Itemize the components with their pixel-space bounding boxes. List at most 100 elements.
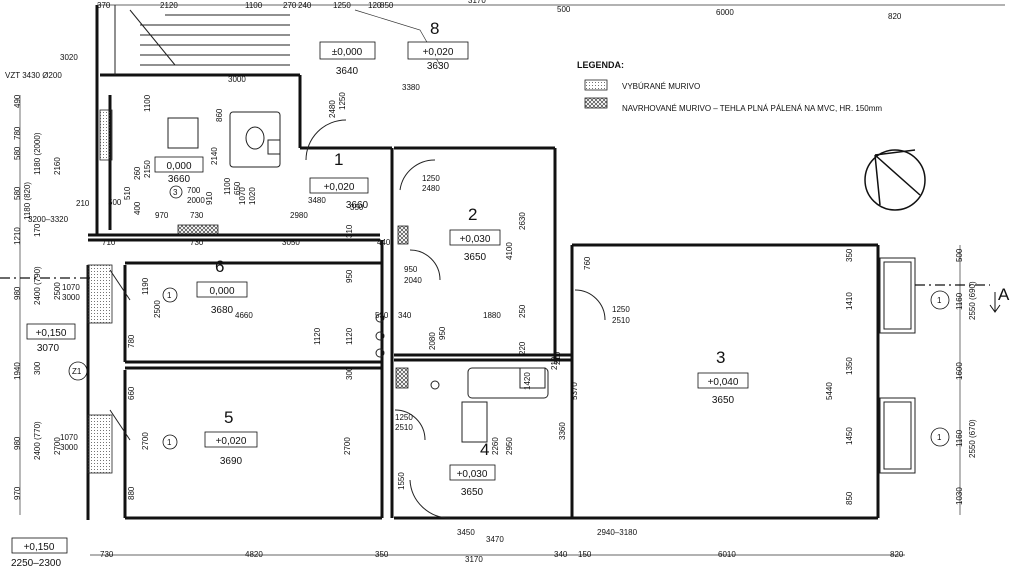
room-level: +0,020 — [216, 436, 247, 447]
dim-inner: 2140 — [210, 147, 219, 165]
exterior-level-1: +0,150 3070 — [26, 323, 76, 354]
room-height: 3680 — [211, 305, 234, 316]
dim-bottom: 730 — [100, 550, 114, 559]
ext-level: +0,150 — [36, 328, 67, 339]
dim-bottom: 6010 — [718, 550, 736, 559]
dim-inner: 950 — [438, 326, 447, 340]
dim-bottom: 3170 — [465, 555, 483, 564]
ext-height: 3070 — [37, 343, 60, 354]
dim-bottom: 4820 — [245, 550, 263, 559]
dim-inner: 660 — [127, 386, 136, 400]
dim-inner: 970 — [155, 211, 169, 220]
room-number: 2 — [468, 205, 477, 224]
dim-inner: 1880 — [483, 311, 501, 320]
dim-inner: 1450 — [845, 427, 854, 445]
dim-inner: 500 — [108, 198, 122, 207]
dim-inner: 530 — [375, 311, 389, 320]
dim-left: 2400 (770) — [33, 421, 42, 460]
windows-right — [879, 257, 916, 474]
room-height: 3660 — [346, 200, 369, 211]
dim-inner: 3200–3320 — [28, 215, 69, 224]
dim-inner: 2700 — [343, 437, 352, 455]
dim-inner: 1120 — [313, 327, 322, 345]
dim-right: 2550 (690) — [968, 281, 977, 320]
room-number: 1 — [334, 150, 343, 169]
new-masonry — [177, 224, 409, 389]
dim-inner: 910 — [205, 191, 214, 205]
dim-inner: 1120 — [345, 327, 354, 345]
dim-top: 820 — [888, 12, 902, 21]
dims-inner: 3020 VZT 3430 Ø200 3000 1250 2480 3380 2… — [5, 53, 854, 544]
dim-inner: 4100 — [505, 242, 514, 260]
dim-inner: 250 — [518, 304, 527, 318]
room-5: 5 +0,020 3690 — [204, 408, 258, 467]
dim-inner: 650 — [233, 181, 242, 195]
room-3: 3 +0,040 3650 — [697, 348, 749, 406]
dim-top: 270 — [283, 1, 297, 10]
room-level: +0,030 — [457, 469, 488, 480]
legend-swatch-new — [584, 97, 608, 109]
room-extra-b: 0,000 3660 — [154, 156, 204, 185]
dims-bottom: 730 4820 350 3170 340 150 6010 820 — [100, 550, 904, 564]
marker-label: 1 — [167, 438, 172, 447]
dim-inner: 2480 — [328, 100, 337, 118]
dim-inner: 400 — [133, 201, 142, 215]
dim-right: 1030 — [955, 487, 964, 505]
dim-inner: 2940–3180 — [597, 528, 638, 537]
dim-inner: 950 — [404, 265, 418, 274]
dim-left: 980 — [13, 436, 22, 450]
dim-inner: 950 — [345, 269, 354, 283]
dim-left: 490 — [13, 94, 22, 108]
room-number: 6 — [215, 257, 224, 276]
dim-inner: 1420 — [523, 372, 532, 390]
dim-inner: 2480 — [422, 184, 440, 193]
room-2: 2 +0,030 3650 — [449, 205, 501, 263]
dim-inner: 1250 — [612, 305, 630, 314]
dim-inner: 1070 — [60, 433, 78, 442]
dim-left: 300 — [33, 361, 42, 375]
grid-marker-label: Z1 — [72, 367, 82, 376]
dim-inner: 1070 — [62, 283, 80, 292]
dim-inner: 2510 — [612, 316, 630, 325]
legend-title: LEGENDA: — [577, 60, 624, 70]
marker-label: 1 — [167, 291, 172, 300]
dim-bottom: 340 — [554, 550, 568, 559]
dim-inner: 3380 — [402, 83, 420, 92]
dim-inner: 210 — [76, 199, 90, 208]
room-6: 6 0,000 3680 — [196, 257, 248, 316]
marker-label: 2000 — [187, 196, 205, 205]
room-height: 3640 — [336, 66, 359, 77]
dim-inner: 440 — [377, 238, 391, 247]
dim-right: 1600 — [955, 362, 964, 380]
dim-inner: 2260 — [491, 437, 500, 455]
north-arrow-icon — [864, 149, 926, 211]
dim-top: 1250 — [333, 1, 351, 10]
legend: LEGENDA: VYBÚRANÉ MURIVO NAVRHOVANÉ MURI… — [577, 60, 882, 113]
room-height: 3650 — [461, 487, 484, 498]
dim-inner: 730 — [190, 211, 204, 220]
room-8: 8 +0,020 3630 — [407, 19, 469, 72]
dim-inner: 1250 — [422, 174, 440, 183]
dim-inner: 710 — [102, 238, 116, 247]
dim-left: 780 — [13, 126, 22, 140]
dim-inner: 2700 — [141, 432, 150, 450]
dim-inner: 260 — [133, 166, 142, 180]
dim-inner: 1550 — [397, 472, 406, 490]
dim-left: 980 — [13, 286, 22, 300]
dim-inner: 2500 — [153, 300, 162, 318]
room-height: 3660 — [168, 174, 191, 185]
dim-inner: 300 — [345, 366, 354, 380]
room-level: +0,040 — [708, 377, 739, 388]
dim-inner: 1250 — [338, 92, 347, 110]
dim-left: 2500 — [53, 282, 62, 300]
walls — [86, 5, 880, 520]
dim-inner: 210 — [553, 351, 562, 365]
dim-inner: 2980 — [290, 211, 308, 220]
exterior-level-2: +0,150 2250–2300 — [11, 537, 68, 569]
dim-inner: 4660 — [235, 311, 253, 320]
marker-label: 3 — [173, 188, 178, 197]
dim-inner: 3480 — [308, 196, 326, 205]
section-mark-label: A — [998, 285, 1010, 304]
dim-inner: 1070 — [238, 187, 247, 205]
